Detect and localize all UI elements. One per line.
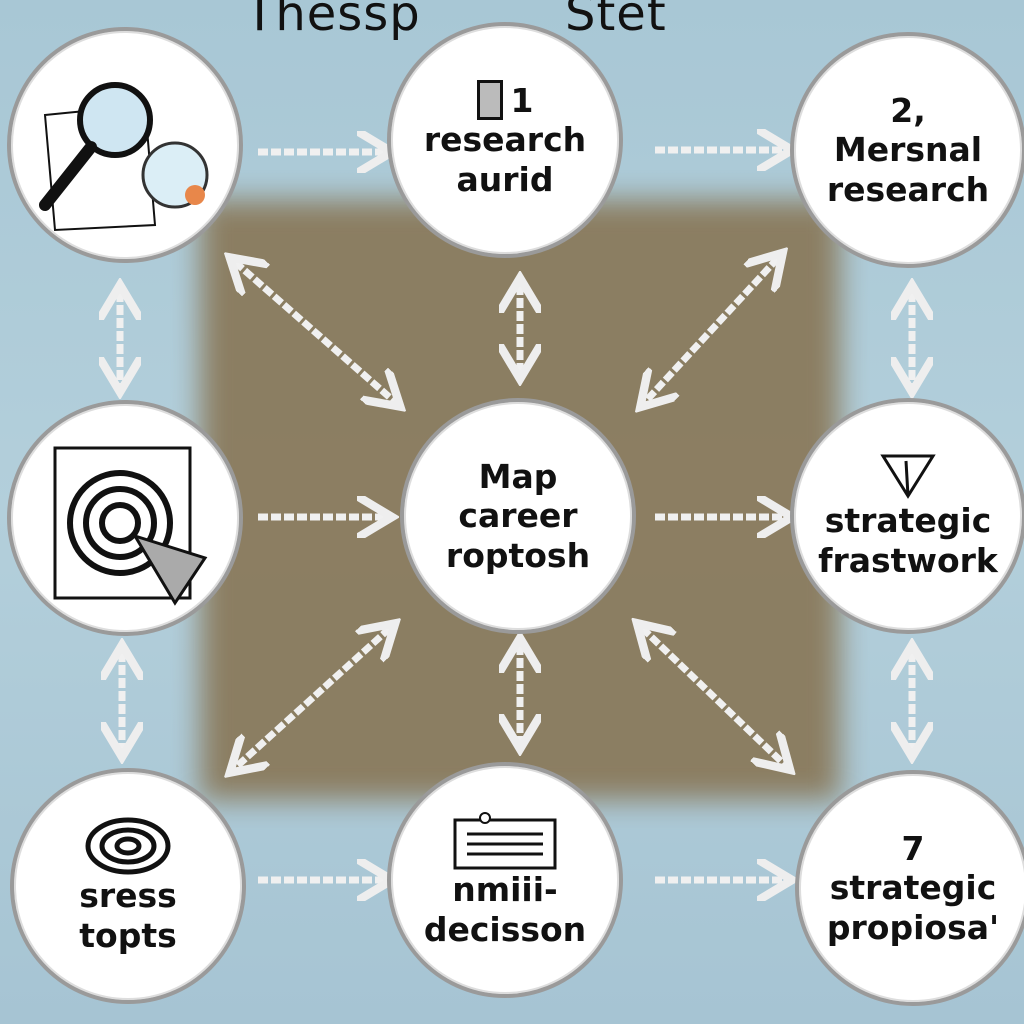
arrow-diag-br: [642, 628, 785, 765]
title-right: Stet: [565, 0, 667, 42]
flag-icon: [476, 80, 503, 121]
arrow-diag-bl: [235, 628, 390, 768]
spiral-icon: [85, 817, 171, 875]
node-bottom-right-line-2: strategic: [829, 868, 997, 908]
arrow-diag-tl: [235, 262, 395, 402]
node-bottom-center-line-2: decisson: [423, 910, 587, 949]
node-bottom-left-line-1: sress: [79, 876, 177, 916]
node-bottom-left-line-2: topts: [79, 916, 177, 955]
triangle-icon: [880, 454, 936, 500]
node-center-line-3: roptosh: [445, 535, 591, 575]
node-top-right-line-3: research: [826, 169, 990, 209]
magnifier-icon: [39, 82, 209, 232]
node-top-center-line-2: research: [423, 120, 587, 160]
node-bottom-center: nmiii- decisson: [387, 762, 623, 998]
arrow-diag-tr: [645, 258, 778, 402]
title-left: Thessp: [245, 0, 421, 42]
node-mid-left: [7, 400, 243, 636]
node-top-center-line-3: aurid: [456, 160, 554, 199]
target-icon: [53, 446, 208, 606]
node-bottom-right-line-3: propiosa': [826, 907, 1000, 947]
node-mid-right: strategic frastwork: [790, 398, 1024, 634]
node-center-line-1: Map: [478, 456, 558, 496]
node-bottom-right: 7 strategic propiosa': [795, 770, 1024, 1006]
node-top-center-line-1: 1: [510, 80, 534, 120]
node-top-right: 2, Mersnal research: [790, 32, 1024, 268]
node-bottom-right-line-1: 7: [901, 828, 925, 868]
node-top-left: [7, 27, 243, 263]
node-center-line-2: career: [458, 496, 578, 536]
note-icon: [453, 812, 557, 870]
node-center: Map career roptosh: [400, 398, 636, 634]
node-mid-right-line-1: strategic: [824, 501, 992, 541]
node-bottom-left: sress topts: [10, 768, 246, 1004]
node-top-right-line-2: Mersnal: [833, 130, 983, 170]
node-mid-right-line-2: frastwork: [818, 541, 998, 580]
node-bottom-center-line-1: nmiii-: [452, 870, 558, 910]
node-top-right-line-1: 2,: [890, 90, 926, 130]
node-top-center: 1 research aurid: [387, 22, 623, 258]
